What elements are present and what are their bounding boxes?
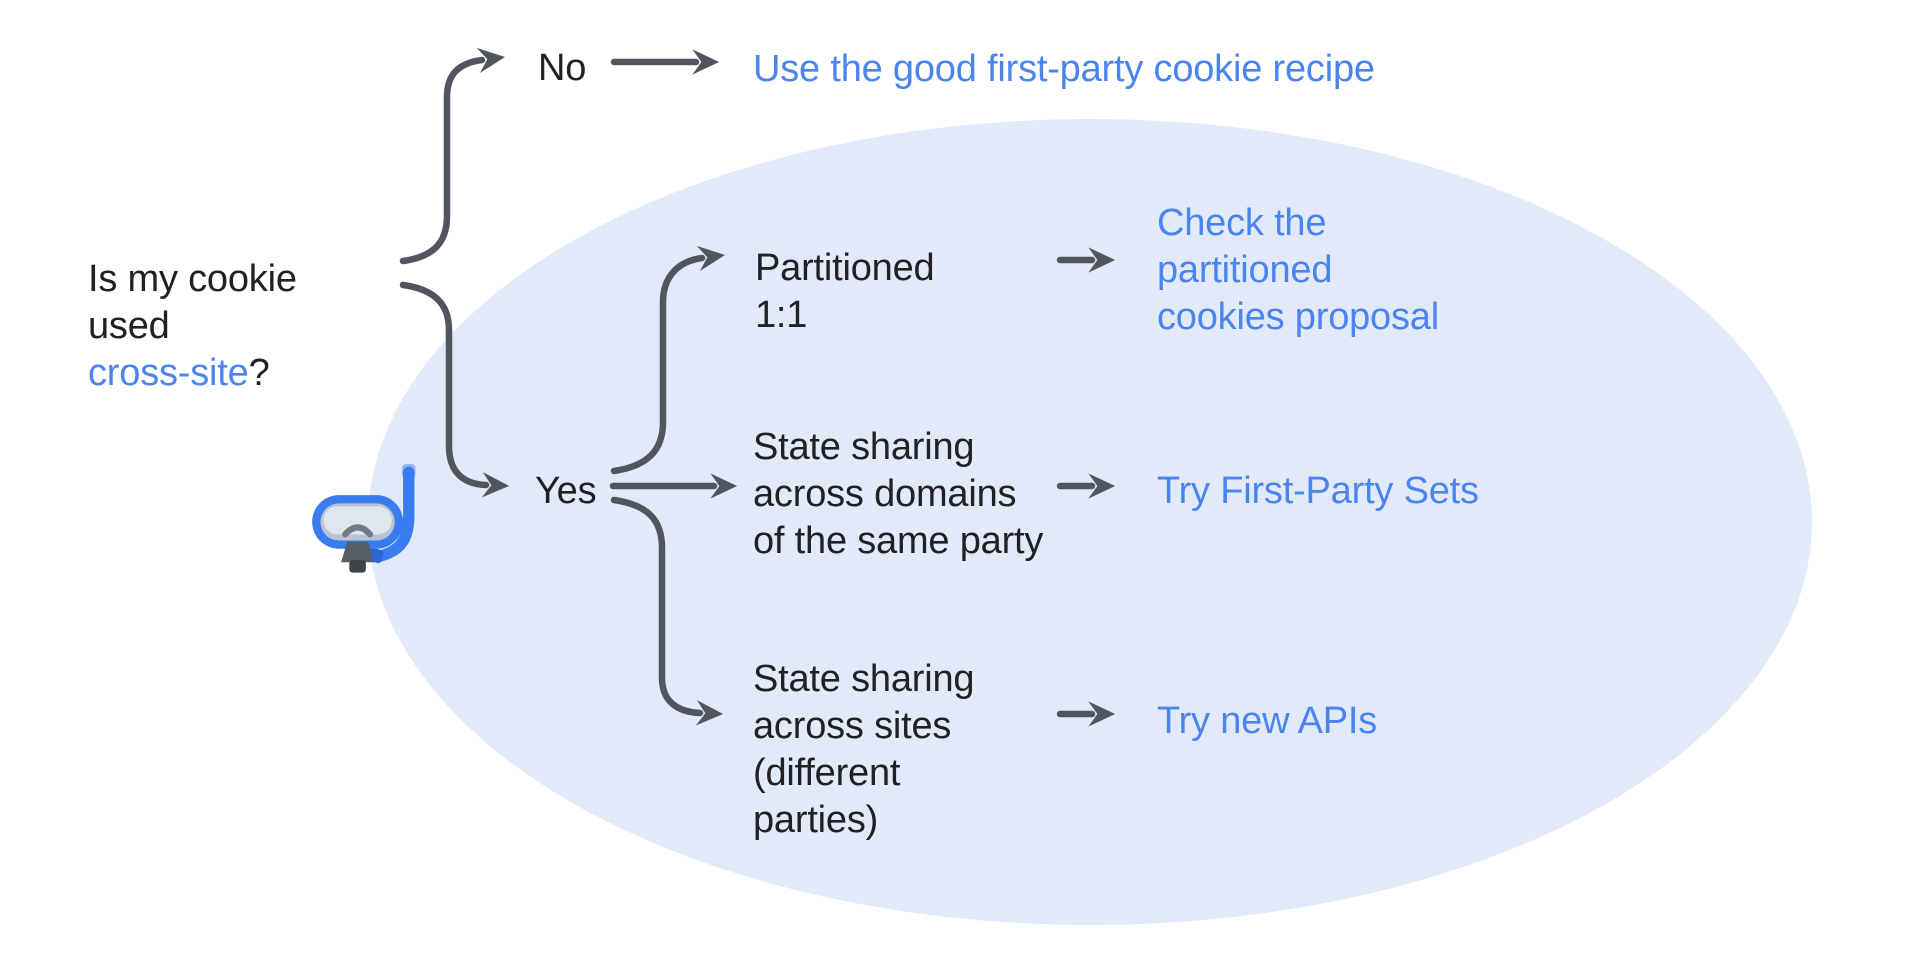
- condition-state-sharing-sites: State sharing across sites (different pa…: [753, 658, 975, 841]
- connector-question-to-no: [399, 47, 505, 265]
- new-apis-link[interactable]: Try new APIs: [1157, 700, 1378, 742]
- first-party-sets-link[interactable]: Try First-Party Sets: [1157, 470, 1479, 512]
- connector-question-to-yes: [399, 281, 510, 498]
- third-party-context-ellipse: [368, 119, 1812, 925]
- condition-partitioned: Partitioned 1:1: [755, 247, 935, 336]
- partitioned-cookies-proposal-link[interactable]: Check the partitioned cookies proposal: [1157, 202, 1439, 338]
- diving-mask-icon: [308, 462, 432, 591]
- connector-yes-to-sites: [610, 496, 724, 726]
- cross-site-link[interactable]: cross-site: [88, 352, 249, 394]
- condition-state-sharing-domains: State sharing across domains of the same…: [753, 426, 1044, 562]
- question-plain-text: Is my cookie used: [88, 258, 297, 347]
- yes-label: Yes: [535, 470, 597, 512]
- no-label: No: [538, 47, 587, 89]
- question-text: Is my cookie used cross-site?: [88, 209, 297, 397]
- connector-yes-to-partitioned: [610, 245, 725, 475]
- first-party-recipe-link[interactable]: Use the good first-party cookie recipe: [753, 48, 1375, 90]
- question-suffix: ?: [248, 352, 270, 394]
